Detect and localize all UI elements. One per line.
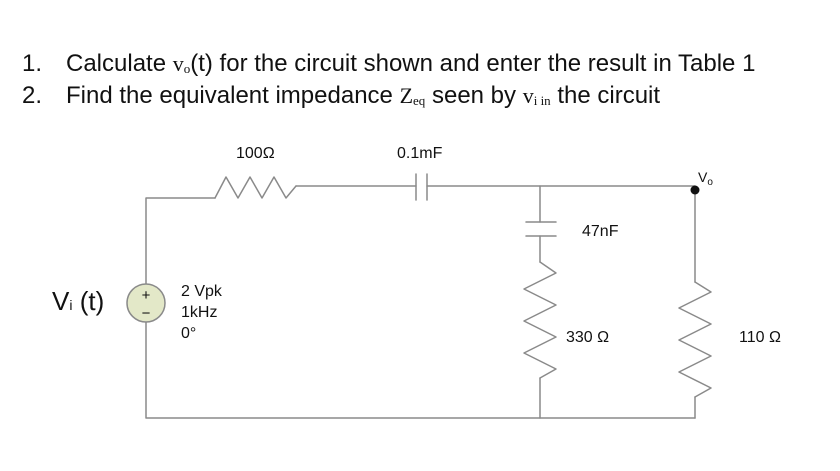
output-label-main: V (698, 169, 708, 185)
wire-bottom (145, 321, 696, 419)
zeq-subscript: eq (413, 93, 426, 108)
question-1-text-start: Calculate (66, 50, 173, 77)
question-2: 2. Find the equivalent impedance Zeq seen… (22, 82, 660, 115)
source-frequency: 1kHz (181, 304, 217, 321)
wire-top-right (426, 185, 696, 193)
output-node-dot (690, 185, 700, 195)
resistor-330-symbol (523, 261, 557, 379)
question-1-text-end: (t) for the circuit shown and enter the … (190, 50, 756, 77)
output-label-sub: o (707, 177, 713, 188)
output-label: Vo (698, 169, 713, 188)
r-series-label: 100Ω (236, 145, 275, 162)
c-series-label: 0.1mF (397, 145, 443, 162)
question-1: 1. Calculate vo(t) for the circuit shown … (22, 50, 755, 83)
circuit-wires (145, 173, 712, 419)
question-1-number: 1. (22, 50, 43, 77)
c-shunt-label: 47nF (582, 223, 619, 240)
source-amplitude: 2 Vpk (181, 283, 223, 300)
r-shunt-label: 330 Ω (566, 329, 609, 346)
question-2-text-start: Find the equivalent impedance (66, 82, 400, 109)
question-2-text-end: the circuit (550, 82, 661, 109)
resistor-100-symbol (214, 176, 297, 199)
vi-symbol: v (522, 83, 534, 108)
vo-symbol: v (172, 51, 184, 76)
source-label-tail: (t) (72, 286, 104, 316)
source-plus-sign: + (142, 287, 151, 304)
vo-subscript: o (183, 61, 191, 76)
zeq-symbol: Z (399, 83, 414, 108)
source-label: Vi (t) (52, 286, 104, 316)
source-label-sub: i (69, 297, 72, 313)
source-label-main: V (52, 286, 70, 316)
question-2-number: 2. (22, 82, 43, 109)
voltage-source-icon (126, 283, 166, 323)
wire-left-top (145, 197, 216, 285)
vi-subscript: i in (533, 93, 551, 108)
resistor-110-symbol (678, 281, 712, 398)
source-minus-sign: − (142, 305, 151, 322)
r-load-label: 110 Ω (739, 329, 781, 346)
source-phase: 0° (181, 325, 196, 342)
question-2-text-middle: seen by (425, 82, 523, 109)
